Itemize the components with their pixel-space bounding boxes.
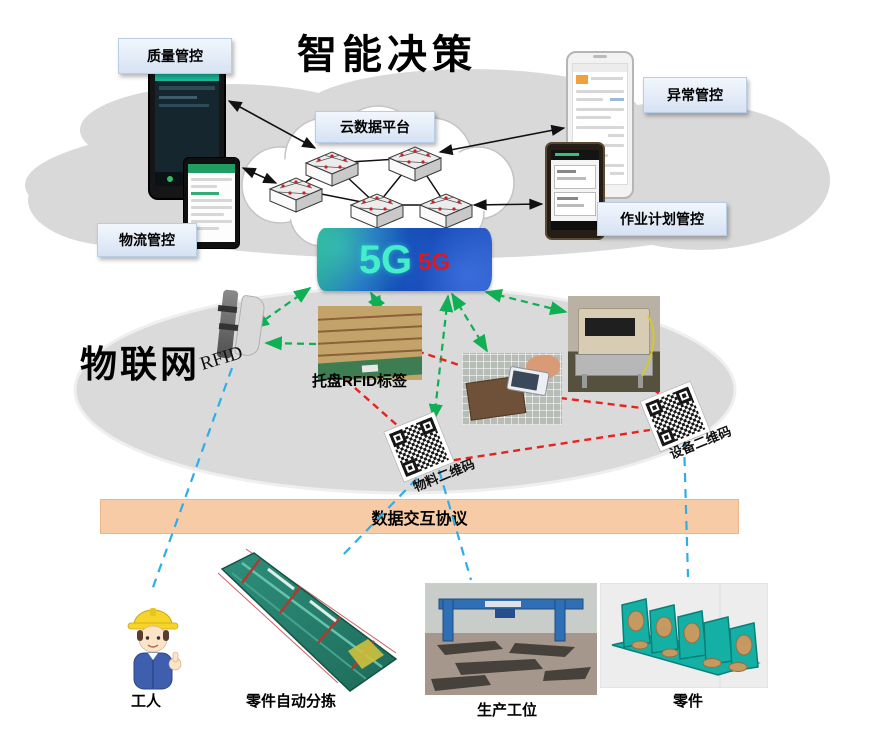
plan-control-tag: 作业计划管控 [597,202,727,236]
page-title: 智能决策 [297,33,477,77]
quality-control-tag: 质量管控 [118,38,232,74]
parts-image [600,583,768,688]
station-label: 生产工位 [477,702,538,719]
worker-label: 工人 [131,693,162,710]
parts-label: 零件 [673,693,704,710]
logistics-control-label: 物流管控 [119,232,175,248]
quality-control-label: 质量管控 [147,48,203,64]
pallet-tag-label: 托盘RFID标签 [312,373,407,390]
blue-dashed-links [150,367,690,591]
pallet-to-rfid-arrow [264,336,317,351]
abnormal-control-tag: 异常管控 [643,77,747,113]
plan-control-label: 作业计划管控 [620,211,704,227]
logistics-control-tag: 物流管控 [97,223,197,257]
terminal-arrows [227,100,566,211]
sorting-label: 零件自动分拣 [246,693,337,710]
network-node-cluster [269,146,473,229]
g5-sub-text: 5G [418,248,451,276]
cloud-platform-tag: 云数据平台 [315,111,435,143]
protocol-banner: 数据交互协议 [100,499,739,534]
sorting-line-image [217,548,398,692]
cloud-platform-label: 云数据平台 [340,119,410,135]
production-station-image [425,583,597,695]
g5-main-text: 5G [358,237,413,282]
machine-photo [568,296,660,392]
protocol-banner-label: 数据交互协议 [371,510,468,528]
abnormal-control-label: 异常管控 [667,87,723,103]
plan-phone [545,142,605,240]
iot-layer-title: 物联网 [80,344,200,385]
g5-banner: 5G 5G [317,228,492,291]
scanning-photo [462,353,562,425]
pallet-photo [318,306,422,380]
worker-avatar [127,608,182,690]
